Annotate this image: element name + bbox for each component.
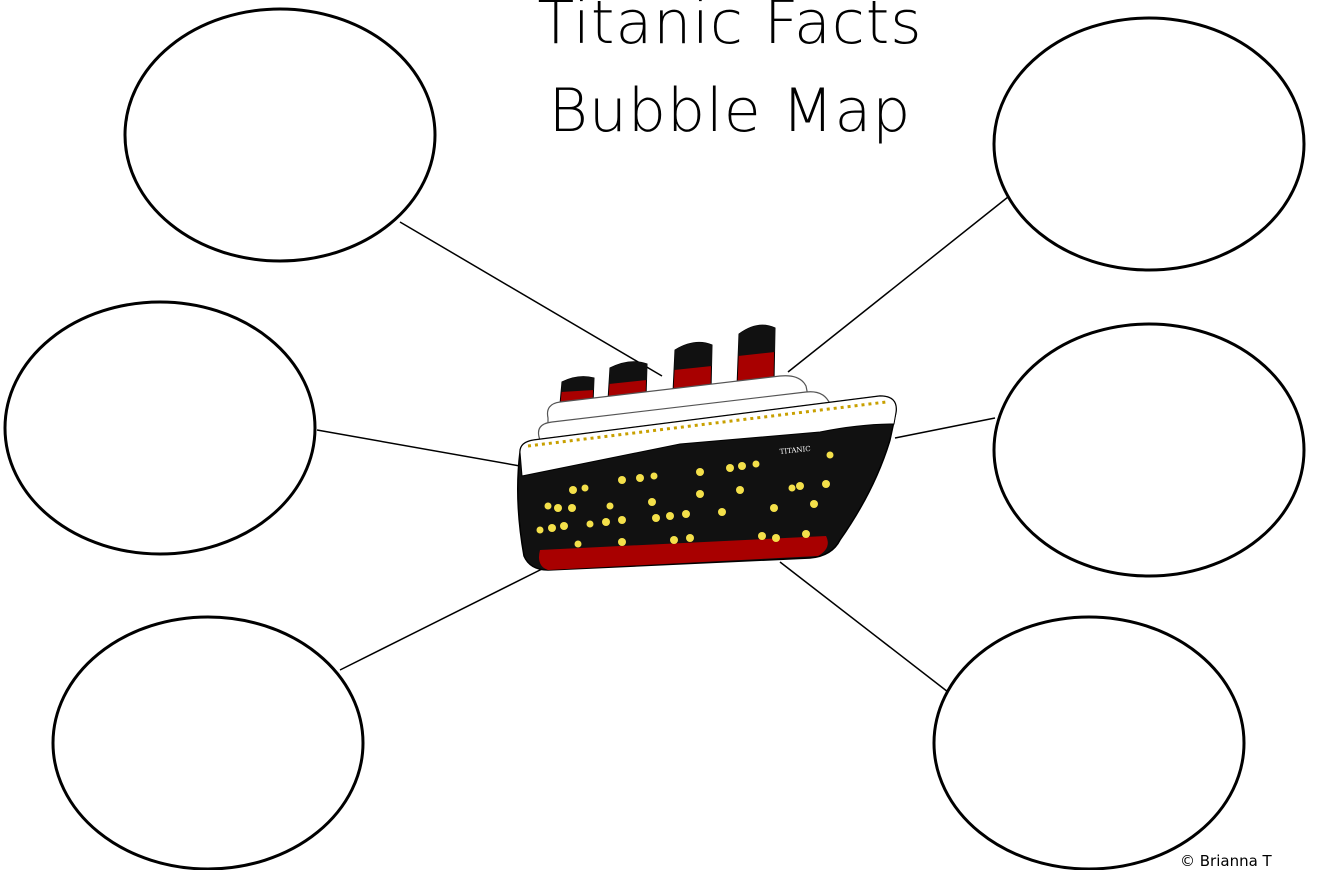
bubble-top-left[interactable] xyxy=(125,9,435,261)
bubble-mid-right[interactable] xyxy=(994,324,1304,576)
connector-top-right xyxy=(788,197,1008,372)
titanic-ship-icon: TITANIC xyxy=(518,325,896,570)
connector-mid-right xyxy=(895,418,995,438)
title-line-1: Titanic Facts xyxy=(430,0,1030,58)
copyright-notice: © Brianna T xyxy=(1180,852,1272,870)
connector-bottom-left xyxy=(340,566,548,670)
connector-mid-left xyxy=(317,430,520,466)
connector-top-left xyxy=(400,222,662,376)
title-line-2: Bubble Map xyxy=(430,76,1030,146)
bubble-bottom-right[interactable] xyxy=(934,617,1244,869)
bubble-bottom-left[interactable] xyxy=(53,617,363,869)
bubble-mid-left[interactable] xyxy=(5,302,315,554)
bubble-top-right[interactable] xyxy=(994,18,1304,270)
connector-bottom-right xyxy=(780,562,948,692)
